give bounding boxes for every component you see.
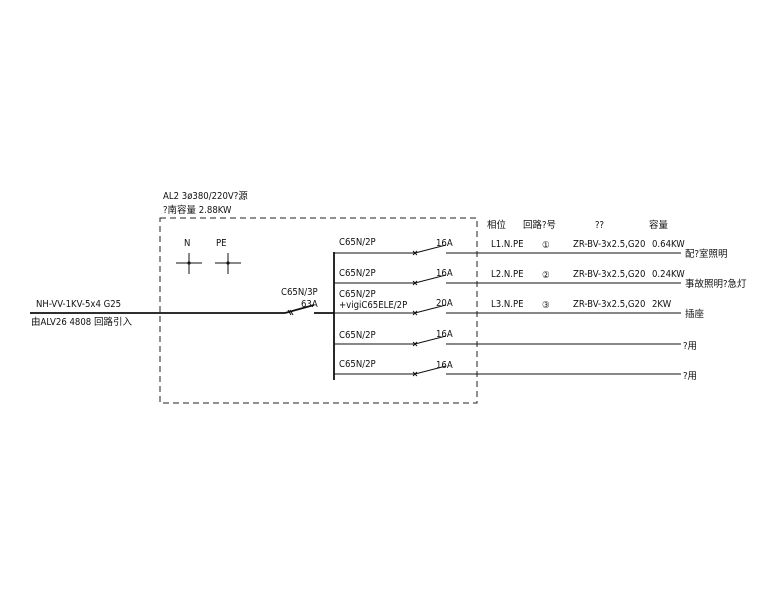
panel-capacity: ?南容量 2.88KW [163, 204, 232, 216]
circuit-row: C65N/2P 16A L1.N.PE ① ZR-BV-3x2.5,G20 0.… [334, 237, 728, 260]
header-circuit-no: 回路?号 [523, 219, 556, 231]
circuit-row: C65N/2P 16A ?用 [334, 359, 697, 382]
header-phase: 相位 [487, 219, 507, 231]
circuit-use: ?用 [683, 341, 697, 352]
circuit-breaker-model: C65N/2P [339, 330, 376, 341]
incoming-cable-label: NH-VV-1KV-5x4 G25 [36, 299, 121, 310]
n-terminal-label: N [184, 238, 190, 249]
circuit-breaker-model: C65N/2P [339, 237, 376, 248]
header-capacity: 容量 [649, 219, 669, 231]
circuit-row: C65N/2P 16A ?用 [334, 329, 697, 352]
circuit-number: ③ [542, 300, 550, 311]
main-breaker-rating: 63A [301, 299, 318, 310]
circuit-phase: L2.N.PE [491, 269, 524, 280]
circuit-phase: L1.N.PE [491, 239, 524, 250]
circuit-use: ?用 [683, 371, 697, 382]
circuit-rating: 20A [436, 298, 453, 309]
main-breaker-model: C65N/3P [281, 287, 318, 298]
circuit-row: C65N/2P +vigiC65ELE/2P 20A L3.N.PE ③ ZR-… [334, 289, 705, 320]
circuit-use: 事故照明?急灯 [685, 278, 747, 290]
circuit-breaker-model: C65N/2P [339, 289, 376, 300]
header-cable: ?? [595, 220, 604, 231]
circuit-number: ① [542, 240, 550, 251]
circuit-capacity: 2KW [652, 299, 672, 310]
incoming-source-label: 由ALV26 4808 回路引入 [31, 316, 132, 328]
circuit-cable: ZR-BV-3x2.5,G20 [573, 239, 645, 250]
circuit-phase: L3.N.PE [491, 299, 524, 310]
circuit-rating: 16A [436, 329, 453, 340]
circuit-row: C65N/2P 16A L2.N.PE ② ZR-BV-3x2.5,G20 0.… [334, 268, 747, 290]
pe-terminal: PE [215, 238, 241, 274]
circuit-rating: 16A [436, 268, 453, 279]
circuit-breaker-model: C65N/2P [339, 268, 376, 279]
circuit-number: ② [542, 270, 550, 281]
circuit-use: 配?室照明 [685, 248, 728, 260]
circuit-cable: ZR-BV-3x2.5,G20 [573, 269, 645, 280]
circuit-capacity: 0.24KW [652, 269, 685, 280]
pe-terminal-label: PE [216, 238, 227, 249]
circuit-use: 插座 [685, 308, 705, 320]
circuit-capacity: 0.64KW [652, 239, 685, 250]
n-terminal: N [176, 238, 202, 274]
circuit-breaker-addon: +vigiC65ELE/2P [339, 300, 407, 311]
circuit-rating: 16A [436, 360, 453, 371]
circuit-breaker-model: C65N/2P [339, 359, 376, 370]
circuit-cable: ZR-BV-3x2.5,G20 [573, 299, 645, 310]
circuit-rating: 16A [436, 238, 453, 249]
panel-enclosure [159, 217, 478, 404]
main-breaker-switch [284, 304, 315, 314]
panel-title: AL2 3ø380/220V?源 [163, 191, 248, 202]
